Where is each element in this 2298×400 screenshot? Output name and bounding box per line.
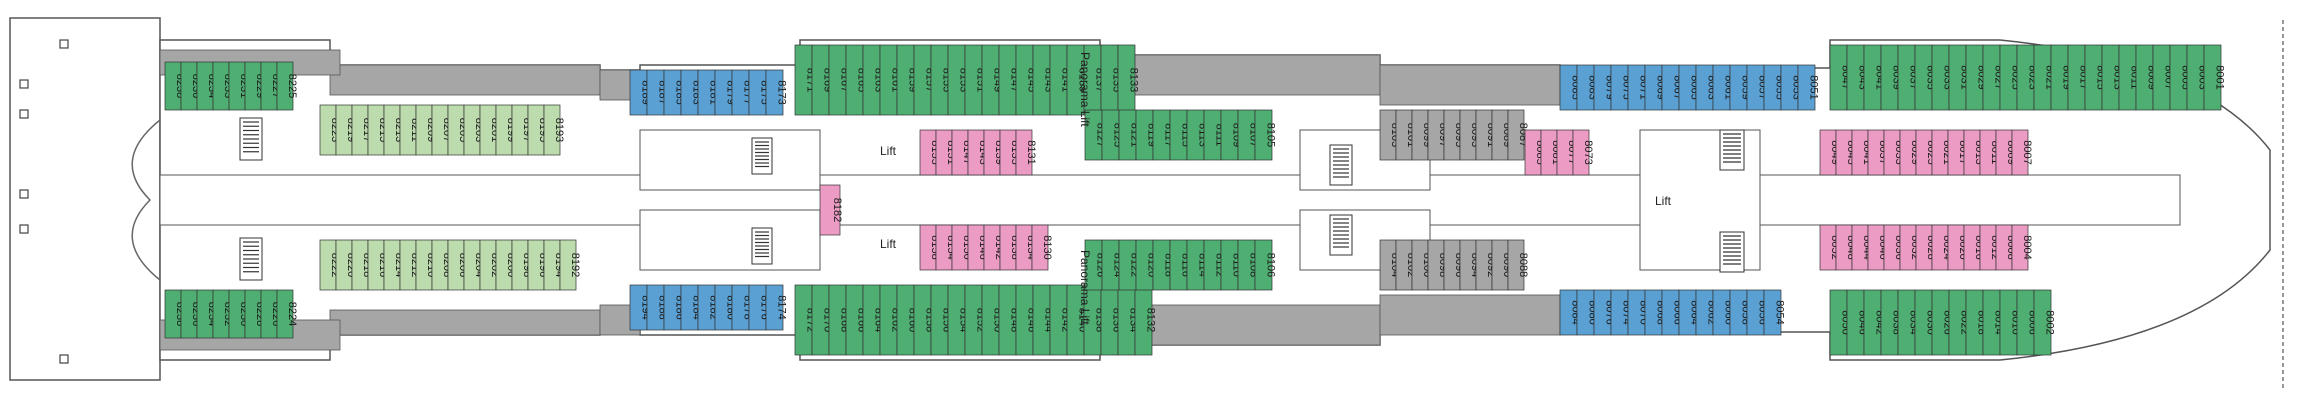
service-area — [1379, 294, 1561, 336]
cabin-8088[interactable] — [1507, 239, 1525, 291]
stern-windows — [19, 39, 69, 364]
cabin-number: 8007 — [2021, 140, 2033, 164]
cabin-number: 8051 — [1808, 75, 1820, 99]
window — [19, 189, 29, 199]
cabin-8173[interactable] — [765, 69, 784, 116]
cabin-8106[interactable] — [1254, 239, 1273, 291]
cabin-number: 8224 — [286, 302, 298, 326]
cabin-number: 8106 — [1265, 253, 1277, 277]
cabin-number: 8002 — [2044, 310, 2056, 334]
service-area — [329, 309, 601, 336]
cabin-number: 8054 — [1774, 300, 1786, 324]
cabin-number: 8105 — [1265, 123, 1277, 147]
cabin-8054[interactable] — [1763, 289, 1782, 336]
stairwell — [751, 227, 773, 265]
lift-label: Lift — [1655, 194, 1672, 208]
cabin-8105[interactable] — [1254, 109, 1273, 161]
cabin-number: 8173 — [776, 80, 788, 104]
lift-label: Lift — [880, 144, 897, 158]
window — [59, 39, 69, 49]
window — [19, 79, 29, 89]
cabin-8131[interactable] — [1015, 129, 1033, 176]
stern-curve — [131, 119, 161, 281]
corridors — [159, 129, 2181, 271]
cabin-8073[interactable] — [1572, 129, 1590, 176]
stairwell — [1719, 231, 1745, 273]
window — [19, 109, 29, 119]
cabin-8224[interactable] — [276, 289, 294, 339]
cabin-number: 8131 — [1025, 140, 1037, 164]
cabin-8004[interactable] — [2011, 224, 2029, 271]
cabin-8051[interactable] — [1797, 64, 1816, 111]
service-area — [1099, 54, 1381, 96]
cabin-number: 8133 — [1128, 68, 1140, 92]
stairwell — [1719, 129, 1745, 171]
stairwells — [239, 117, 1745, 281]
corridor — [159, 174, 2181, 226]
cabin-8007[interactable] — [2011, 129, 2029, 176]
cabin-number: 8073 — [1582, 140, 1594, 164]
cabin-number: 8001 — [2214, 65, 2226, 89]
cabin-8192[interactable] — [559, 239, 577, 291]
window — [59, 354, 69, 364]
panorama-lift-label: Panorama Lift — [1078, 250, 1092, 325]
service-area — [329, 64, 601, 96]
cabin-8087[interactable] — [1507, 109, 1525, 161]
cabin-number: 8225 — [286, 74, 298, 98]
cabin-number: 8088 — [1517, 253, 1529, 277]
hull-outline — [9, 17, 161, 381]
cabin-number: 8193 — [553, 118, 565, 142]
cabin-number: 8174 — [776, 295, 788, 319]
stairwell — [1329, 144, 1353, 186]
corridor — [639, 209, 821, 271]
cabin-number: 8130 — [1041, 235, 1053, 259]
cabin-8002[interactable] — [2033, 289, 2052, 356]
cabin-8130[interactable] — [1031, 224, 1049, 271]
lift-label: Lift — [880, 237, 897, 251]
stairwell — [239, 237, 263, 281]
window — [19, 224, 29, 234]
service-area — [1379, 64, 1561, 106]
stairwell — [751, 137, 773, 175]
stairwell — [1329, 214, 1353, 256]
panorama-lift-label: Panorama Lift — [1078, 52, 1092, 127]
cabin-8182[interactable] — [819, 184, 841, 236]
cabin-8193[interactable] — [543, 104, 561, 156]
cabin-8225[interactable] — [276, 61, 294, 111]
cabin-8174[interactable] — [765, 284, 784, 331]
cabin-number: 8192 — [569, 253, 581, 277]
stairwell — [239, 117, 263, 161]
cabin-number: 8132 — [1145, 308, 1157, 332]
corridor — [639, 129, 821, 191]
cabin-number: 8004 — [2021, 235, 2033, 259]
cabin-number: 8182 — [831, 198, 843, 222]
cabin-8001[interactable] — [2203, 44, 2222, 111]
